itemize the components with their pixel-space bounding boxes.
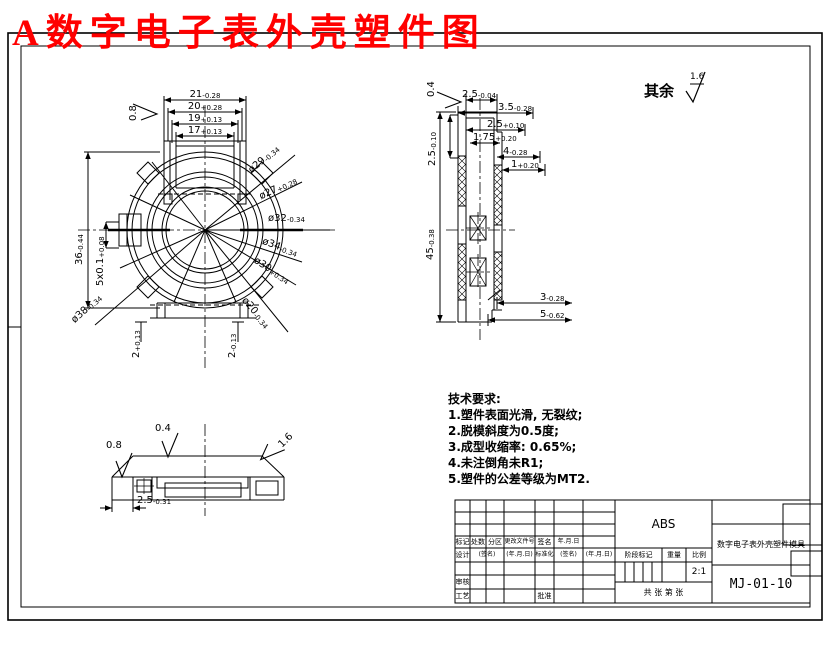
general-roughness-icon bbox=[685, 71, 706, 104]
sv-dim-1: 1+0.20 bbox=[511, 159, 539, 170]
fv-dim-2a: 2+0.13 bbox=[131, 330, 142, 358]
tb-header-count: 处数 bbox=[471, 537, 485, 546]
fv-dim-21: 21-0.28 bbox=[189, 89, 221, 100]
tech-req-line: 2.脱模斜度为0.5度; bbox=[448, 424, 559, 438]
sv-roughness-value: 0.4 bbox=[426, 81, 437, 97]
tb-weight-label: 重量 bbox=[667, 550, 681, 559]
sv-dim-3: 3-0.28 bbox=[540, 292, 565, 303]
sv-dim-25c: 2.5-0.10 bbox=[427, 131, 438, 166]
tech-req-line: 5.塑件的公差等级为MT2. bbox=[448, 472, 590, 486]
bv-roughness-08: 0.8 bbox=[106, 440, 122, 451]
tb-header-mark: 标记 bbox=[455, 537, 470, 546]
tb-header-date: 年.月.日 bbox=[557, 538, 580, 545]
sv-dim-45: 45-0.38 bbox=[425, 229, 436, 260]
drawing-frame bbox=[7, 32, 823, 621]
drawing-title: A数字电子表外壳塑件图 bbox=[12, 13, 486, 54]
tb-product-name: 数字电子表外壳塑件模具 bbox=[717, 539, 805, 549]
fv-dim-20: 20+0.28 bbox=[187, 101, 223, 112]
tb-scale-label: 比例 bbox=[692, 550, 706, 559]
tb-sheet-label: 共 张 第 张 bbox=[643, 587, 684, 597]
tb-material: ABS bbox=[651, 517, 676, 531]
roughness-icon-side bbox=[436, 91, 462, 109]
roughness-symbols bbox=[115, 71, 706, 478]
bottom-view bbox=[100, 424, 285, 516]
tech-req-line: 3.成型收缩率: 0.65%; bbox=[448, 440, 577, 454]
front-view bbox=[78, 96, 335, 368]
tb-drawing-number: MJ-01-10 bbox=[729, 576, 793, 592]
bv-dim-25: 2.5-0.31 bbox=[137, 495, 172, 506]
tb-header-changefile: 更改文件号 bbox=[504, 538, 535, 545]
sv-dim-25b: 2.5+0.10 bbox=[487, 119, 525, 130]
tb-std-sign: (签名) bbox=[560, 551, 577, 558]
tb-stage-label: 阶段标记 bbox=[624, 550, 653, 559]
fv-dim-17: 17+0.13 bbox=[187, 125, 223, 136]
roughness-icon-bottom-04 bbox=[161, 432, 179, 458]
fv-dim-36: 36-0.44 bbox=[74, 234, 85, 265]
title-block-grid bbox=[454, 499, 811, 604]
bv-roughness-04: 0.4 bbox=[155, 423, 171, 434]
fv-dim-19: 19+0.13 bbox=[187, 113, 223, 124]
sv-dim-25a: 2.5-0.04 bbox=[462, 89, 497, 100]
fv-roughness-value: 0.8 bbox=[128, 105, 139, 121]
fv-lead-d32: ø32-0.34 bbox=[268, 213, 305, 224]
general-roughness-value: 1.6 bbox=[690, 72, 705, 82]
tb-design: 设计 bbox=[455, 550, 470, 559]
sv-dim-5: 5-0.62 bbox=[540, 309, 565, 320]
tb-process: 工艺 bbox=[455, 591, 470, 600]
tb-standardize: 标准化 bbox=[535, 551, 554, 558]
tb-std-date: (年.月.日) bbox=[585, 551, 613, 558]
side-view bbox=[436, 94, 572, 340]
sv-dim-35: 3.5-0.28 bbox=[498, 102, 533, 113]
tech-req-title: 技术要求: bbox=[448, 392, 501, 406]
sv-dim-175: 1.75+0.20 bbox=[473, 132, 517, 143]
tb-scale-value: 2:1 bbox=[691, 566, 707, 577]
sv-dim-4: 4-0.28 bbox=[503, 146, 528, 157]
tb-audit: 审核 bbox=[455, 577, 470, 586]
tech-requirements: 技术要求: 1.塑件表面光滑, 无裂纹; 2.脱模斜度为0.5度; 3.成型收缩… bbox=[448, 391, 590, 487]
tb-header-signature: 签名 bbox=[537, 537, 552, 546]
tech-req-line: 1.塑件表面光滑, 无裂纹; bbox=[448, 408, 583, 422]
tb-design-sign: (签名) bbox=[478, 551, 496, 558]
fv-dim-2b: 2-0.13 bbox=[227, 333, 238, 359]
tb-design-date: (年.月.日) bbox=[506, 551, 533, 558]
tb-header-zone: 分区 bbox=[488, 537, 502, 546]
tech-req-line: 4.未注倒角未R1; bbox=[448, 456, 544, 470]
tb-approve: 批准 bbox=[537, 591, 552, 600]
fv-dim-5x: 5x0.1+0.08 bbox=[95, 236, 106, 286]
general-roughness-label: 其余 bbox=[644, 82, 675, 100]
